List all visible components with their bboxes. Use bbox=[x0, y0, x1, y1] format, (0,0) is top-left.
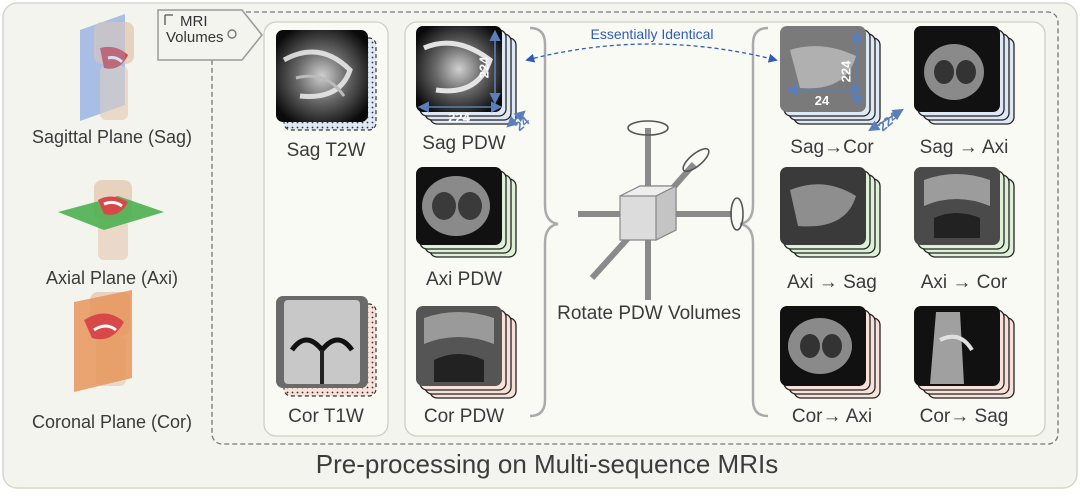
coronal-plane-illustration bbox=[74, 290, 132, 392]
sag-to-cor-label: Sag→Cor bbox=[790, 137, 874, 158]
axi-pdw-label: Axi PDW bbox=[426, 269, 502, 290]
coronal-plane-label: Coronal Plane (Cor) bbox=[31, 412, 193, 432]
sag-pdw-label: Sag PDW bbox=[422, 133, 506, 154]
sagittal-plane-label: Sagittal Plane (Sag) bbox=[31, 127, 193, 147]
sagittal-plane-illustration bbox=[80, 14, 134, 121]
sag-to-cor-width-label: 24 bbox=[814, 93, 830, 108]
mri-volumes-tab-text: MRI Volumes bbox=[166, 14, 224, 46]
axi-to-sag-volume bbox=[780, 167, 881, 258]
sag-to-axi-label: Sag → Axi bbox=[919, 137, 1009, 158]
cor-to-sag-label: Cor→ Sag bbox=[919, 406, 1009, 427]
axi-to-sag-label: Axi → Sag bbox=[787, 272, 877, 293]
volumes-region bbox=[211, 11, 1059, 445]
cor-to-axi-label: Cor→ Axi bbox=[791, 406, 873, 427]
cor-to-axi-volume bbox=[780, 306, 881, 399]
axial-plane-illustration bbox=[58, 180, 164, 260]
sag-to-cor-volume bbox=[780, 26, 881, 125]
axi-to-cor-label: Axi → Cor bbox=[920, 272, 1008, 293]
left-brace bbox=[529, 26, 559, 418]
mri-volumes-tab-line1: MRI bbox=[180, 13, 208, 30]
axi-pdw-volume bbox=[416, 167, 517, 258]
axi-to-cor-volume bbox=[914, 167, 1015, 258]
mri-volumes-tab-line2: Volumes bbox=[166, 29, 224, 46]
diagram-title: Pre-processing on Multi-sequence MRIs bbox=[315, 449, 779, 479]
cor-t1w-volume bbox=[276, 296, 377, 397]
sag-to-cor-dimension-arrows bbox=[785, 29, 904, 132]
essentially-identical-arrow bbox=[525, 43, 778, 63]
rotate-pdw-label: Rotate PDW Volumes bbox=[557, 303, 741, 324]
cor-pdw-volume bbox=[416, 306, 517, 399]
cor-pdw-label: Cor PDW bbox=[423, 406, 505, 427]
right-brace bbox=[739, 26, 769, 418]
cor-t1w-label: Cor T1W bbox=[288, 406, 364, 427]
sag-to-cor-height-label: 224 bbox=[838, 60, 854, 83]
sag-t2w-label: Sag T2W bbox=[286, 140, 366, 161]
sag-pdw-height-label: 224 bbox=[476, 56, 492, 79]
sag-to-axi-volume bbox=[914, 26, 1015, 125]
mri-volumes-tab bbox=[157, 9, 263, 61]
sag-pdw-width-label: 224 bbox=[448, 110, 470, 125]
essentially-identical-label: Essentially Identical bbox=[590, 26, 714, 42]
sag-pdw-dimension-arrows bbox=[417, 29, 526, 128]
cor-to-sag-volume bbox=[914, 306, 1015, 399]
rotation-cube-icon bbox=[578, 120, 744, 300]
axial-plane-label: Axial Plane (Axi) bbox=[45, 268, 179, 288]
sag-t2w-volume bbox=[276, 30, 377, 131]
